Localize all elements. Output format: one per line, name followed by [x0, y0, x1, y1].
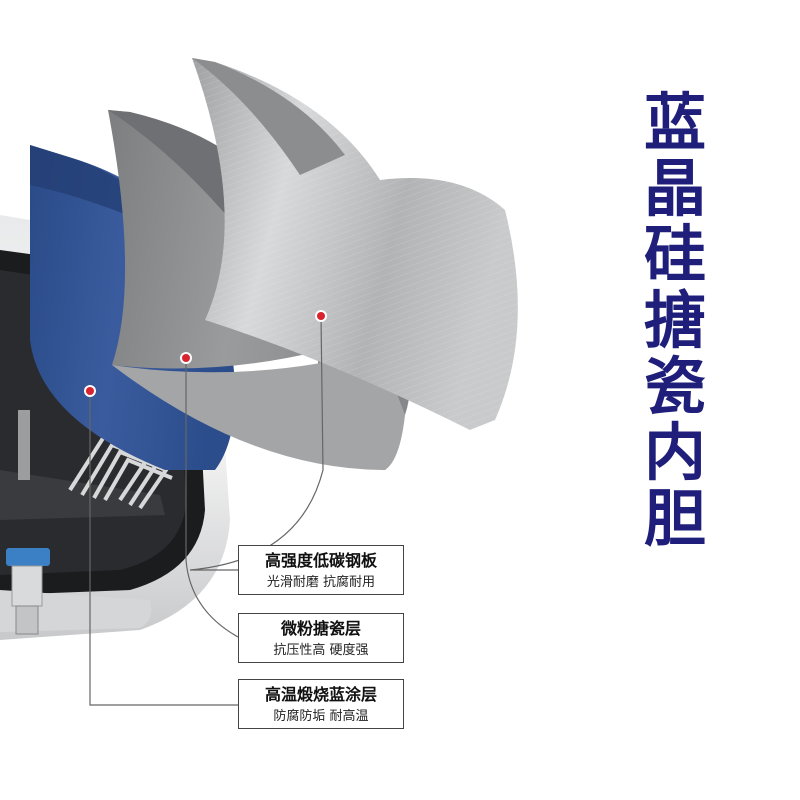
- leader-lines: [89, 315, 324, 706]
- callout-subtitle: 抗压性高 硬度强: [273, 643, 369, 658]
- valve-fitting: [6, 548, 50, 635]
- callout-title: 高强度低碳钢板: [264, 551, 377, 570]
- callout-enamel-layer: 微粉搪瓷层 抗压性高 硬度强: [238, 613, 404, 663]
- title-char: 蓝: [643, 86, 706, 159]
- title-char: 搪: [643, 284, 706, 357]
- callout-title: 微粉搪瓷层: [280, 619, 361, 638]
- callout-title: 高温煅烧蓝涂层: [264, 685, 377, 704]
- title-char: 内: [643, 416, 706, 489]
- callout-subtitle: 防腐防垢 耐高温: [273, 709, 369, 724]
- title-char: 晶: [643, 152, 706, 225]
- marker-dots: [84, 310, 327, 397]
- title-char: 瓷: [643, 350, 706, 423]
- title-char: 胆: [643, 482, 706, 555]
- title-char: 硅: [643, 218, 706, 291]
- anode-rod: [18, 410, 30, 480]
- callout-blue-coating: 高温煅烧蓝涂层 防腐防垢 耐高温: [238, 679, 404, 729]
- callout-subtitle: 光滑耐磨 抗腐耐用: [266, 575, 376, 590]
- product-title: 蓝 晶 硅 搪 瓷 内 胆: [632, 90, 718, 552]
- callout-steel-plate: 高强度低碳钢板 光滑耐磨 抗腐耐用: [238, 545, 404, 595]
